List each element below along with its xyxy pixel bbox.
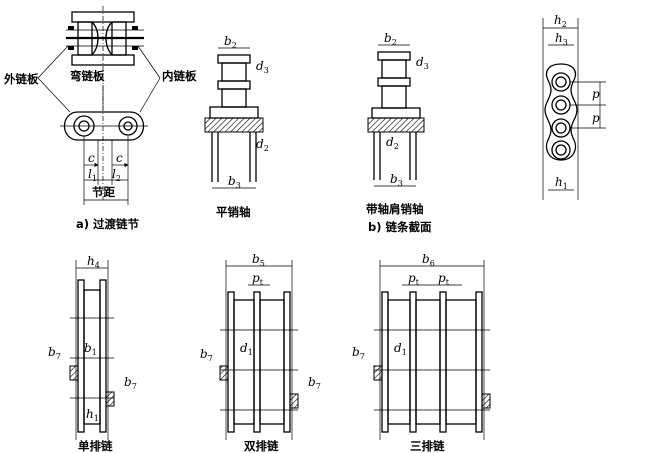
shoulder-pin-section: b2 b3 d3 d2 带轴肩销轴 xyxy=(366,31,429,216)
svg-text:d2: d2 xyxy=(256,137,269,153)
caption-a: a) 过渡链节 xyxy=(76,217,140,231)
svg-text:p: p xyxy=(592,87,600,101)
single-row-label: 单排链 xyxy=(78,439,113,453)
svg-text:b6: b6 xyxy=(422,252,435,268)
triple-row-label: 三排链 xyxy=(410,439,445,453)
single-row-chain: h4 b1 b7 b7 h1 单排链 xyxy=(48,254,137,453)
svg-text:b3: b3 xyxy=(228,174,241,190)
svg-text:b3: b3 xyxy=(390,172,403,188)
svg-text:b2: b2 xyxy=(384,31,397,47)
svg-text:b7: b7 xyxy=(308,375,321,391)
inner-plate-label: 内链板 xyxy=(162,69,197,83)
svg-text:b5: b5 xyxy=(252,252,265,268)
svg-text:d2: d2 xyxy=(386,135,399,151)
c-label-2: c xyxy=(116,151,123,165)
svg-text:b1: b1 xyxy=(84,341,97,357)
double-row-label: 双排链 xyxy=(243,439,279,453)
link-plate-profile: h2 h3 p p h1 xyxy=(542,13,606,200)
triple-row-chain: b6 pt pt d1 b7 三排链 xyxy=(352,252,491,453)
transition-link-side-view xyxy=(60,111,148,205)
svg-text:h1: h1 xyxy=(555,175,568,191)
svg-text:d3: d3 xyxy=(256,59,269,75)
pitch-label: 节距 xyxy=(92,185,115,199)
outer-plate-label: 外链板 xyxy=(3,72,39,86)
l1-label: l1 xyxy=(88,167,97,183)
l2-label: l2 xyxy=(112,167,121,183)
svg-text:b7: b7 xyxy=(200,347,213,363)
svg-text:b7: b7 xyxy=(48,345,61,361)
svg-text:h2: h2 xyxy=(554,13,567,29)
transition-link-drawing: 外链板 弯链板 内链板 c c l1 l2 节距 a) 过渡链节 xyxy=(3,6,197,231)
svg-text:pt: pt xyxy=(252,271,264,287)
bent-plate-label: 弯链板 xyxy=(70,69,105,83)
plain-pin-section: b2 b3 d3 d2 平销轴 xyxy=(204,34,269,219)
c-label-1: c xyxy=(88,151,95,165)
svg-text:d3: d3 xyxy=(416,55,429,71)
svg-text:h1: h1 xyxy=(86,407,99,423)
svg-text:pt: pt xyxy=(438,271,450,287)
svg-text:d1: d1 xyxy=(240,341,253,357)
svg-text:d1: d1 xyxy=(394,341,407,357)
shoulder-pin-label: 带轴肩销轴 xyxy=(366,202,424,216)
svg-text:p: p xyxy=(592,111,600,125)
svg-text:b7: b7 xyxy=(124,375,137,391)
double-row-chain: b5 pt d1 b7 b7 双排链 xyxy=(200,252,321,453)
svg-text:h4: h4 xyxy=(87,254,100,270)
transition-link-top-view xyxy=(66,6,144,200)
svg-text:b2: b2 xyxy=(224,34,237,50)
svg-text:pt: pt xyxy=(408,271,420,287)
svg-text:b7: b7 xyxy=(352,345,365,361)
caption-b: b) 链条截面 xyxy=(368,220,432,234)
svg-text:h3: h3 xyxy=(555,31,568,47)
plain-pin-label: 平销轴 xyxy=(216,205,251,219)
